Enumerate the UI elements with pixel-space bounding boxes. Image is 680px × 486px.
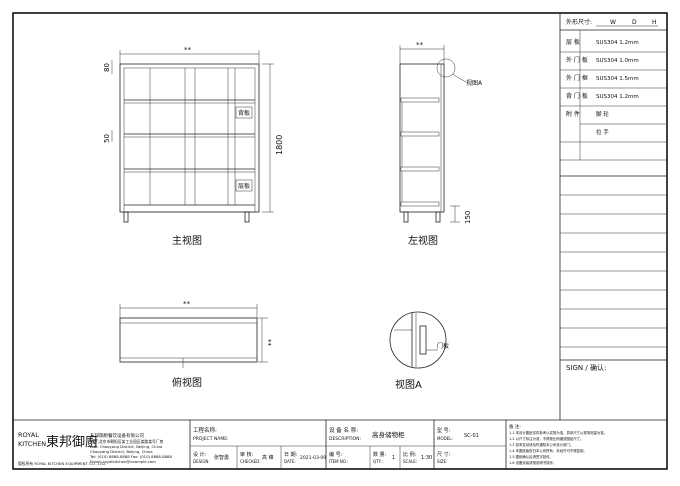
item-label: 编 号: — [329, 451, 343, 458]
left-bottom-dim: 150 — [464, 211, 472, 224]
front-width-label: ** — [184, 46, 192, 54]
note-3: 1-3 如有变动请及时通知本公司设计部门。 — [509, 442, 573, 447]
phone: Tel: (010) 8888-8888 Fax: (010) 8888-888… — [89, 454, 172, 459]
spec-row-3-label: 外 门 框 — [566, 74, 588, 82]
front-back-label: 背板 — [238, 109, 250, 117]
copyright: 版权所有 ROYAL KITCHEN EQUIPMENT CO., LTD. — [18, 461, 106, 466]
note-4: 1-4 本图纸版权归本公司所有，未经许可不得复制。 — [509, 448, 587, 453]
address-1: 地址:北京市朝阳区某工业园区某路某号厂房 — [90, 439, 164, 444]
scale-label: 比 例: — [403, 451, 417, 458]
spec-row-1-value: SUS304 1.2mm — [596, 40, 639, 46]
spec-row-2-value: SUS304 1.0mm — [596, 58, 639, 64]
model-label: 型 号: — [437, 427, 451, 434]
front-view-title: 主视图 — [172, 234, 202, 247]
notes-title: 备 注: — [509, 423, 521, 430]
size-block-label-en: SIZE: — [437, 459, 447, 464]
left-view: ** 视图A 150 左视图 — [399, 41, 483, 247]
project-label: 工程名称: — [193, 426, 217, 434]
top-depth-label: ** — [267, 339, 275, 347]
brand-cn: 東邦御廚 — [46, 434, 98, 450]
size-block-label: 尺 寸: — [437, 451, 451, 458]
front-top-dim: 80 — [103, 63, 111, 72]
item-label-en: ITEM NO.: — [329, 459, 348, 464]
model-label-en: MODEL: — [437, 436, 453, 441]
size-w: W — [610, 19, 616, 26]
left-view-title: 左视图 — [408, 234, 438, 247]
spec-row-5-value: 脚 轮 — [596, 110, 609, 118]
size-label: 外形尺寸: — [566, 18, 592, 26]
qty-value: 1 — [392, 455, 395, 461]
spec-row-3-value: SUS304 1.5mm — [596, 76, 639, 82]
date-value: 2021-03-09 — [300, 455, 326, 461]
desc-value: 高身储物柜 — [372, 430, 405, 439]
top-width-label: ** — [183, 300, 191, 308]
check-label-en: CHECKED: — [240, 459, 261, 464]
spec-row-5-label: 附 件 — [566, 110, 580, 118]
front-height-label: 1800 — [275, 135, 284, 155]
spec-row-4-value: SUS304 1.2mm — [596, 94, 639, 100]
sign-label: SIGN / 确认: — [566, 363, 606, 372]
desc-label-en: DESCRIPTION: — [329, 436, 361, 442]
email: Email: royalkitchen@example.com — [90, 459, 156, 464]
scale-label-en: SCALE: — [403, 459, 417, 464]
brand-en-top: ROYAL — [18, 431, 39, 439]
top-view-title: 俯视图 — [172, 376, 202, 389]
brand-en-bottom: KITCHEN — [18, 440, 46, 448]
front-shelf-label: 层板 — [238, 182, 250, 190]
project-label-en: PROJECT NAME: — [193, 436, 229, 442]
front-view: 背板 层板 ** 1800 80 50 主视图 — [103, 46, 284, 247]
model-value: SC-01 — [464, 433, 479, 439]
qty-label-en: QTY.: — [373, 459, 383, 464]
note-6: 1-6 设备安装请按说明书操作。 — [509, 460, 556, 465]
spec-row-6-value: 拉 手 — [596, 128, 609, 136]
spec-row-4-label: 背 门 板 — [566, 92, 588, 100]
top-view: ** ** 俯视图 — [119, 300, 275, 389]
title-block: ROYAL KITCHEN 東邦御廚 东邦御厨餐饮设备有限公司 地址:北京市朝阳… — [13, 419, 667, 469]
date-label-en: DATE: — [284, 459, 296, 464]
scale-value: 1:30 — [421, 455, 432, 461]
note-1: 1-1 本设计图纸仅供参考以实物为准，具体尺寸以现场测量为准。 — [509, 430, 607, 435]
left-width-label: ** — [416, 41, 424, 49]
check-label: 审 核: — [240, 451, 254, 458]
size-h: H — [652, 19, 657, 26]
left-callout: 视图A — [466, 79, 483, 87]
detail-callout: 门板 — [437, 342, 449, 350]
spec-row-1-label: 层 板 — [566, 38, 580, 46]
date-label: 日 期: — [284, 452, 298, 458]
sheet-border — [12, 12, 668, 470]
detail-view-title: 视图A — [395, 378, 422, 391]
desc-label: 设 备 名 称: — [329, 426, 358, 434]
design-label-en: DESIGN: — [193, 459, 210, 464]
address-2: Add: Chaoyang District, Beijing, China — [90, 444, 162, 449]
spec-row-2-label: 外 门 板 — [566, 56, 588, 64]
company-full: 东邦御厨餐饮设备有限公司 — [90, 432, 144, 439]
checker-name: 高 峰 — [262, 454, 274, 461]
note-5: 1-5 图纸确认后请签字回传。 — [509, 454, 553, 459]
designer-name: 张智勇 — [214, 454, 229, 461]
detail-view: 门板 视图A — [389, 311, 449, 391]
address-3: Chaoyang District, Beijing, China — [90, 449, 153, 454]
spec-table: 外形尺寸: W D H 层 板 SUS304 1.2mm 外 门 板 SUS30… — [559, 13, 667, 420]
note-2: 1-2 以尺寸标注为准，不得按比例缩放图纸尺寸。 — [509, 436, 583, 441]
design-label: 设 计: — [193, 451, 207, 458]
size-d: D — [632, 19, 637, 26]
front-mid-dim: 50 — [103, 134, 111, 143]
qty-label: 数 量: — [373, 451, 387, 458]
